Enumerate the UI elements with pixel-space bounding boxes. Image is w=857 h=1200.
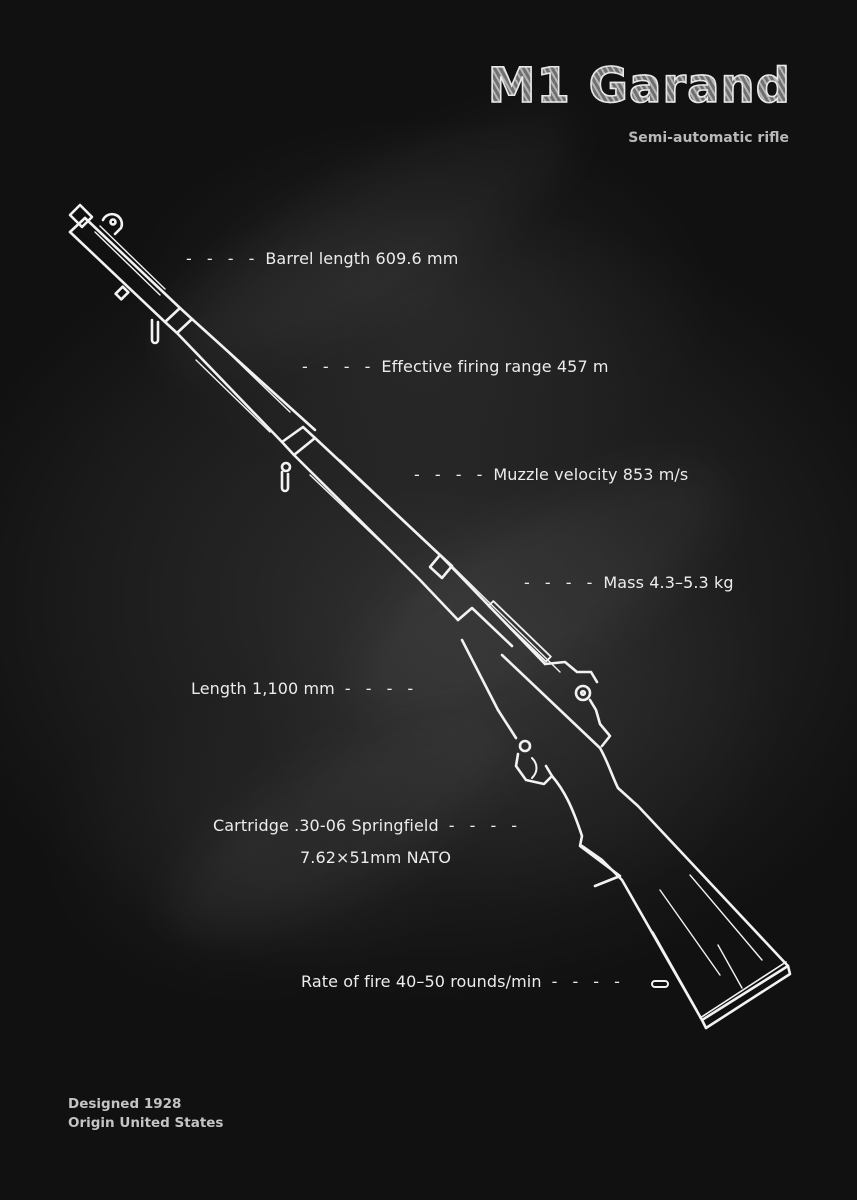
designed-year: Designed 1928 [68, 1096, 182, 1112]
handguard-icon [163, 306, 317, 444]
page-title: M1 Garand [487, 57, 791, 115]
origin-country: Origin United States [68, 1115, 224, 1131]
spec-rate-of-fire: Rate of fire 40–50 rounds/min- - - - [301, 972, 625, 991]
spec-muzzle-velocity: - - - -Muzzle velocity 853 m/s [414, 465, 689, 484]
spec-length: Length 1,100 mm- - - - [191, 679, 419, 698]
leader-dash: - - - - [524, 573, 598, 592]
buttstock-icon [550, 746, 792, 1030]
spec-cartridge: Cartridge .30-06 Springfield- - - - [213, 816, 523, 835]
barrel-icon [68, 216, 182, 345]
leader-dash: - - - - [448, 816, 523, 835]
leader-dash: - - - - [186, 249, 260, 268]
spec-effective-range: - - - -Effective firing range 457 m [302, 357, 609, 376]
forestock-icon [292, 436, 514, 648]
spec-cartridge-alt: 7.62×51mm NATO [300, 848, 452, 867]
leader-dash: - - - - [344, 679, 419, 698]
spec-barrel-length: - - - -Barrel length 609.6 mm [186, 249, 459, 268]
trigger-guard-icon [460, 638, 554, 786]
leader-dash: - - - - [551, 972, 625, 991]
spec-mass: - - - -Mass 4.3–5.3 kg [524, 573, 734, 592]
receiver-icon [438, 553, 612, 750]
leader-dash: - - - - [302, 357, 376, 376]
leader-dash: - - - - [414, 465, 488, 484]
page-subtitle: Semi-automatic rifle [628, 130, 789, 146]
